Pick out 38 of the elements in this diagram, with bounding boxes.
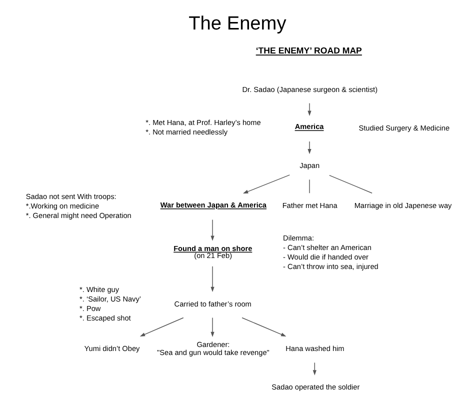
label: - Can’t shelter an American [282,243,371,252]
node-text: Hana washed him [285,344,344,354]
node-text: Sadao operated the soldier [271,382,360,392]
arrow [210,219,214,241]
label: - Would die if handed over [282,252,368,262]
node-text: Yumi didn’t Obey [84,344,140,354]
arrow [241,317,286,336]
label: Studied Surgery & Medicine [358,123,450,132]
label: *. Pow [79,304,100,314]
label: Sadao not sent With troops: [25,192,116,202]
diagram-title: The Enemy [188,14,286,34]
node-text: Japan [299,161,320,170]
arrow [210,317,214,337]
label: ‘THE ENEMY’ ROAD MAP [255,46,362,56]
arrow [307,102,311,116]
node-text: Carried to father’s room [174,299,251,308]
label: Dilemma: [282,234,314,243]
arrow [210,266,214,292]
connector [308,179,310,194]
node-text: War between Japan & America [160,200,266,210]
node-text: America [294,122,324,132]
node-text: Marriage in old Japenese way [354,201,452,210]
node-text: Found a man on shore (on 21 Feb) [173,244,252,260]
label: *. Not married needlessly [145,128,228,137]
label: *. Met Hana, at Prof. Harley’s home [145,118,260,128]
node-text: Father met Hana [282,201,337,210]
node-text: Dr. Sadao (Japanese surgeon & scientist) [242,84,378,94]
label: *. Escaped shot [79,314,130,323]
arrow [139,317,184,336]
arrow [307,141,311,154]
node-text: Gardener: "Sea and gun would take revenge" [156,340,269,358]
label: *. General might need Operation [25,211,131,220]
label: *. ‘Sailor, US Navy’ [79,294,141,304]
connector [328,174,372,194]
arrow [242,174,290,194]
label: *.Working on medicine [25,202,99,211]
label: - Can’t throw into sea, injured [282,262,378,272]
label: *. White guy [79,284,119,294]
